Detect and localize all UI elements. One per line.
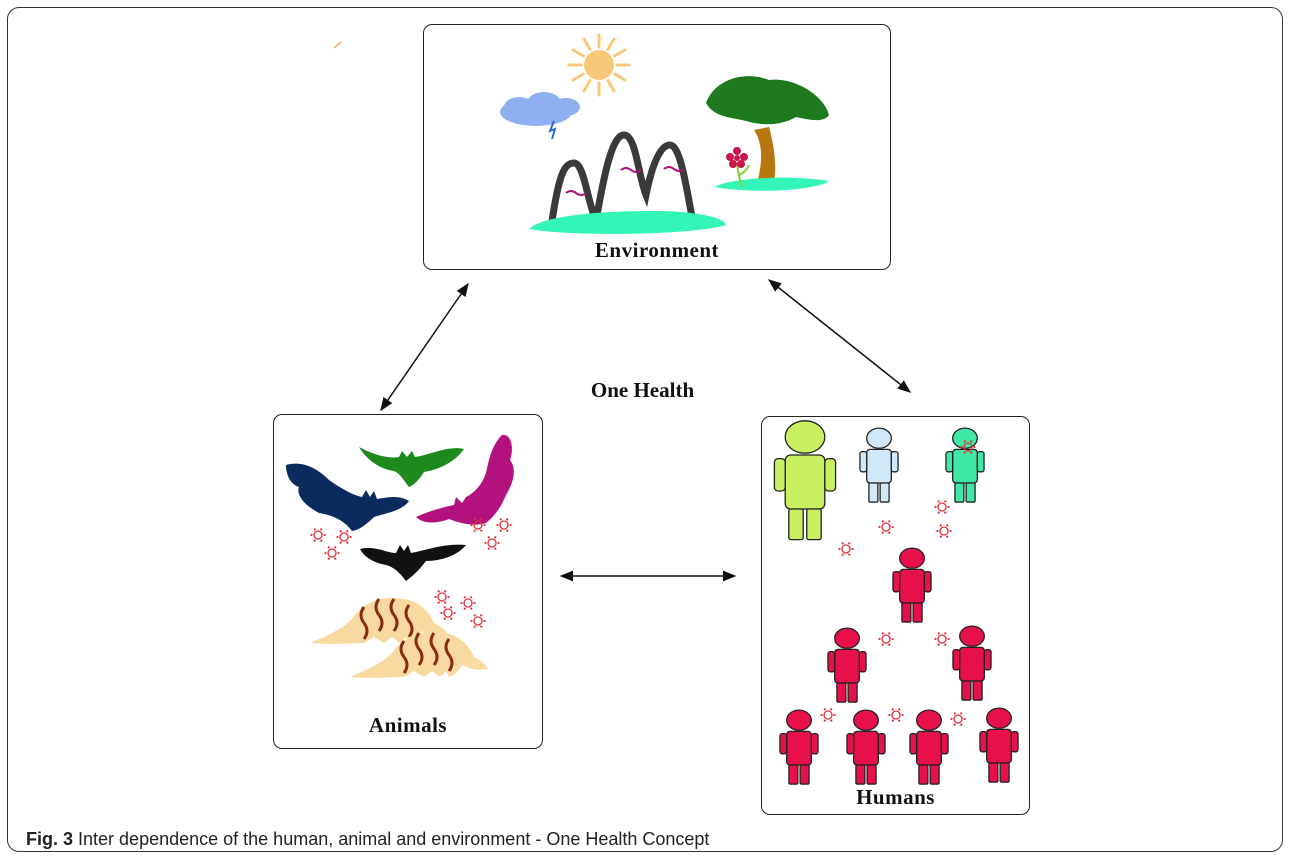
tree-icon <box>706 76 829 191</box>
humans-illustration <box>773 420 1019 785</box>
germ-icon <box>484 536 500 550</box>
germ-icon <box>960 440 976 454</box>
human-figure-icon <box>909 709 949 785</box>
animals-illustration <box>286 434 514 678</box>
germ-icon <box>838 542 854 556</box>
figure-frame <box>7 7 1283 852</box>
flower-icon <box>726 147 750 188</box>
human-figure-icon <box>779 709 819 785</box>
germ-icon <box>496 518 512 532</box>
animals-panel: Animals <box>273 414 543 749</box>
germ-icon <box>440 606 456 620</box>
germ-icon <box>460 596 476 610</box>
germ-icon <box>888 708 904 722</box>
stray-mark <box>333 41 342 49</box>
caption-label: Fig. 3 <box>26 829 74 849</box>
caption-text: Inter dependence of the human, animal an… <box>78 829 710 849</box>
animals-label: Animals <box>368 713 448 737</box>
germ-icon <box>936 524 952 538</box>
bat-navy-icon <box>286 463 409 531</box>
cloud-icon <box>500 92 580 140</box>
bat-green-icon <box>359 447 464 487</box>
mountains-icon <box>529 131 726 234</box>
germ-icon <box>934 500 950 514</box>
environment-panel: Environment <box>423 24 891 270</box>
environment-illustration <box>500 33 829 234</box>
environment-label: Environment <box>594 238 720 262</box>
figure-caption: Fig. 3 Inter dependence of the human, an… <box>26 829 709 850</box>
germ-icon <box>324 546 340 560</box>
human-figure-icon <box>892 547 932 623</box>
germ-icon <box>950 712 966 726</box>
humans-label: Humans <box>856 785 935 809</box>
germ-icon <box>470 518 486 532</box>
germ-icon <box>878 632 894 646</box>
germ-icon <box>820 708 836 722</box>
germ-icon <box>878 520 894 534</box>
human-figure-icon <box>945 427 985 503</box>
armadillo-icon <box>350 631 488 678</box>
one-health-title: One Health <box>590 378 695 402</box>
human-figure-icon <box>846 709 886 785</box>
sun-icon <box>567 33 631 97</box>
armadillo-icon <box>310 597 448 644</box>
germ-cluster <box>310 518 512 628</box>
bat-magenta-icon <box>416 434 514 525</box>
human-figure-icon <box>773 420 837 541</box>
human-figure-icon <box>859 427 899 503</box>
germ-icon <box>434 590 450 604</box>
germ-icon <box>934 632 950 646</box>
human-figure-icon <box>979 707 1019 783</box>
germ-icon <box>470 614 486 628</box>
germ-icon <box>336 530 352 544</box>
human-figure-icon <box>827 627 867 703</box>
germ-cluster <box>820 440 976 726</box>
human-figure-icon <box>952 625 992 701</box>
humans-panel: Humans <box>761 416 1030 815</box>
germ-icon <box>310 528 326 542</box>
bat-black-icon <box>360 544 466 581</box>
